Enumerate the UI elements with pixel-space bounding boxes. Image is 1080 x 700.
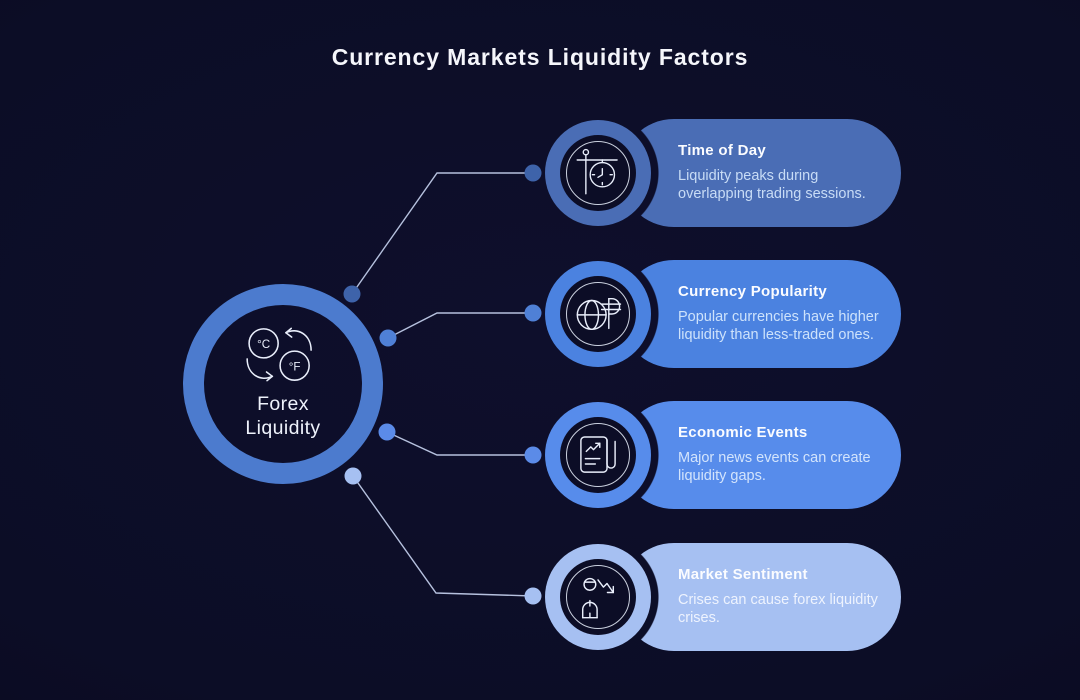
globe-currency-icon bbox=[576, 297, 622, 331]
icon-badge bbox=[545, 544, 651, 650]
center-label: Forex Liquidity bbox=[245, 392, 321, 439]
card-description: Popular currencies have higher liquidity… bbox=[678, 309, 879, 343]
icon-badge bbox=[545, 120, 651, 226]
page-title: Currency Markets Liquidity Factors bbox=[331, 44, 749, 70]
icon-ring bbox=[560, 135, 636, 211]
icon-ring bbox=[560, 559, 636, 635]
factor-card-economic-events: Economic Events Major news events can cr… bbox=[620, 401, 901, 509]
card-title: Market Sentiment bbox=[678, 566, 808, 584]
person-decline-icon bbox=[581, 577, 615, 619]
connector-dot bbox=[524, 304, 542, 322]
hanging-clock-icon bbox=[576, 148, 618, 195]
icon-badge bbox=[545, 402, 651, 508]
icon-ring bbox=[560, 417, 636, 493]
card-title: Economic Events bbox=[678, 424, 808, 442]
card-title: Currency Popularity bbox=[678, 283, 828, 301]
center-circle: °C °F Forex Liquidity bbox=[183, 284, 383, 484]
icon-badge bbox=[545, 261, 651, 367]
connector-dot bbox=[524, 587, 542, 605]
currency-exchange-icon: °C °F bbox=[246, 327, 312, 382]
card-description: Crises can cause forex liquidity crises. bbox=[678, 592, 878, 626]
factor-card-currency-popularity: Currency Popularity Popular currencies h… bbox=[620, 260, 901, 368]
icon-ring bbox=[560, 276, 636, 352]
connector-line bbox=[352, 475, 534, 597]
card-description: Liquidity peaks during overlapping tradi… bbox=[678, 168, 866, 202]
connector-line bbox=[386, 431, 533, 456]
connector-dot bbox=[378, 423, 396, 441]
news-document-icon bbox=[580, 436, 616, 473]
connector-dot bbox=[524, 164, 542, 182]
card-description: Major news events can create liquidity g… bbox=[678, 450, 871, 484]
svg-text:°C: °C bbox=[257, 338, 270, 351]
connector-line bbox=[387, 312, 533, 339]
connector-dot bbox=[344, 467, 362, 485]
connector-line bbox=[351, 172, 533, 295]
svg-text:°F: °F bbox=[289, 360, 301, 373]
factor-card-time-of-day: Time of Day Liquidity peaks during overl… bbox=[620, 119, 901, 227]
factor-card-market-sentiment: Market Sentiment Crises can cause forex … bbox=[620, 543, 901, 651]
connector-dot bbox=[379, 329, 397, 347]
connector-dot bbox=[343, 285, 361, 303]
card-title: Time of Day bbox=[678, 142, 767, 160]
connector-dot bbox=[524, 446, 542, 464]
